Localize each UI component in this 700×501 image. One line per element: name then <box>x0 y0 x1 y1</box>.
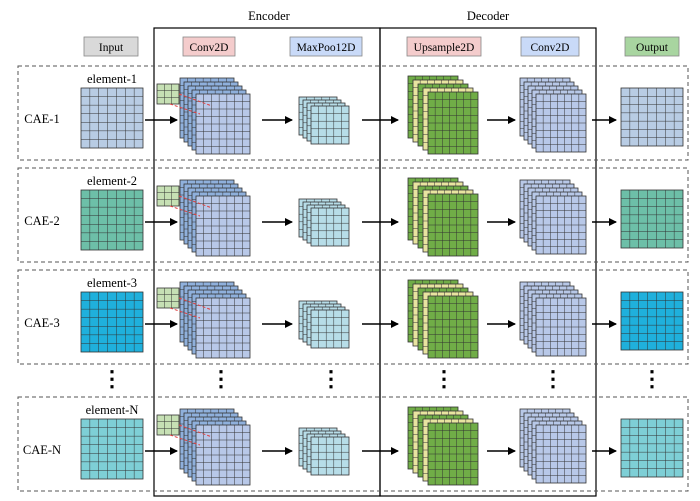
row-frame <box>17 396 689 492</box>
element-label: element-3 <box>87 276 137 290</box>
row-cae-n: CAE-N element-N <box>17 396 689 492</box>
decoder-feature-map <box>535 93 587 153</box>
kernel-projection-line <box>178 195 213 209</box>
encoder-conv-stack <box>156 281 251 359</box>
conv-kernel <box>156 287 180 309</box>
kernel-projection-line <box>178 297 213 311</box>
upsample-stage-label: Upsample2D <box>406 36 482 57</box>
input-stage-label: Input <box>83 36 139 57</box>
decoder-conv-stack <box>519 281 587 357</box>
decoder-feature-map <box>535 297 587 357</box>
conv-feature-map <box>195 93 251 155</box>
element-label: element-2 <box>87 174 137 188</box>
input-grid <box>80 418 144 480</box>
conv-feature-map <box>195 297 251 359</box>
output-grid <box>620 418 684 478</box>
maxpool-stack <box>298 198 350 247</box>
decoder-feature-map <box>535 424 587 484</box>
upsample-stack <box>407 177 479 257</box>
conv2d-dec-stage-label: Conv2D <box>520 36 580 57</box>
input-grid <box>80 291 144 353</box>
kernel-projection-line <box>169 307 201 319</box>
conv-kernel <box>156 83 180 105</box>
kernel-projection-line <box>169 434 201 446</box>
decoder-feature-map <box>535 195 587 255</box>
output-stage-text: Output <box>636 42 669 54</box>
conv2d-enc-stage-label: Conv2D <box>182 36 236 57</box>
upsample-feature-map <box>427 193 479 257</box>
upsample-feature-map <box>427 91 479 155</box>
upsample-stack <box>407 75 479 155</box>
row-frame <box>17 269 689 365</box>
row-frame <box>17 65 689 161</box>
maxpool-feature-map <box>310 436 350 476</box>
row-frame <box>17 167 689 263</box>
ellipsis-dots: ⋮ <box>320 366 342 391</box>
conv2d-enc-stage-text: Conv2D <box>190 42 229 54</box>
kernel-projection-line <box>169 205 201 217</box>
conv-kernel <box>156 414 180 436</box>
maxpool-stack <box>298 96 350 145</box>
maxpool-stack <box>298 427 350 476</box>
element-label: element-1 <box>87 72 137 86</box>
maxpool-feature-map <box>310 207 350 247</box>
row-label: CAE-3 <box>24 316 59 330</box>
conv2d-dec-stage-text: Conv2D <box>531 42 570 54</box>
kernel-projection-line <box>178 424 213 438</box>
input-grid <box>80 87 144 149</box>
decoder-conv-stack <box>519 408 587 484</box>
decoder-heading: Decoder <box>467 9 510 23</box>
row-label: CAE-1 <box>24 112 59 126</box>
upsample-feature-map <box>427 422 479 486</box>
conv-feature-map <box>195 424 251 486</box>
maxpool-feature-map <box>310 105 350 145</box>
maxpool-stack <box>298 300 350 349</box>
encoder-conv-stack <box>156 77 251 155</box>
encoder-heading: Encoder <box>248 9 290 23</box>
output-stage-label: Output <box>624 36 680 57</box>
input-stage-text: Input <box>99 42 124 54</box>
ellipsis-dots: ⋮ <box>641 366 663 391</box>
upsample-stage-text: Upsample2D <box>414 42 475 54</box>
output-grid <box>620 87 684 147</box>
upsample-stack <box>407 406 479 486</box>
upsample-feature-map <box>427 295 479 359</box>
output-grid <box>620 291 684 351</box>
maxpool-stage-text: MaxPoo12D <box>297 42 356 54</box>
kernel-projection-line <box>169 103 201 115</box>
encoder-conv-stack <box>156 408 251 486</box>
encoder-conv-stack <box>156 179 251 257</box>
maxpool-feature-map <box>310 309 350 349</box>
decoder-conv-stack <box>519 179 587 255</box>
conv-feature-map <box>195 195 251 257</box>
upsample-stack <box>407 279 479 359</box>
ellipsis-dots: ⋮ <box>542 366 564 391</box>
kernel-projection-line <box>178 93 213 107</box>
ellipsis-dots: ⋮ <box>210 366 232 391</box>
output-grid <box>620 189 684 249</box>
decoder-conv-stack <box>519 77 587 153</box>
row-label: CAE-2 <box>24 214 59 228</box>
row-cae-2: CAE-2 element-2 <box>17 167 689 263</box>
input-grid <box>80 189 144 251</box>
element-label: element-N <box>86 403 139 417</box>
row-cae-1: CAE-1 element-1 <box>17 65 689 161</box>
ellipsis-dots: ⋮ <box>101 366 123 391</box>
maxpool-stage-label: MaxPoo12D <box>289 36 363 57</box>
row-label: CAE-N <box>23 443 61 457</box>
ellipsis-dots: ⋮ <box>433 366 455 391</box>
conv-kernel <box>156 185 180 207</box>
row-cae-3: CAE-3 element-3 <box>17 269 689 365</box>
